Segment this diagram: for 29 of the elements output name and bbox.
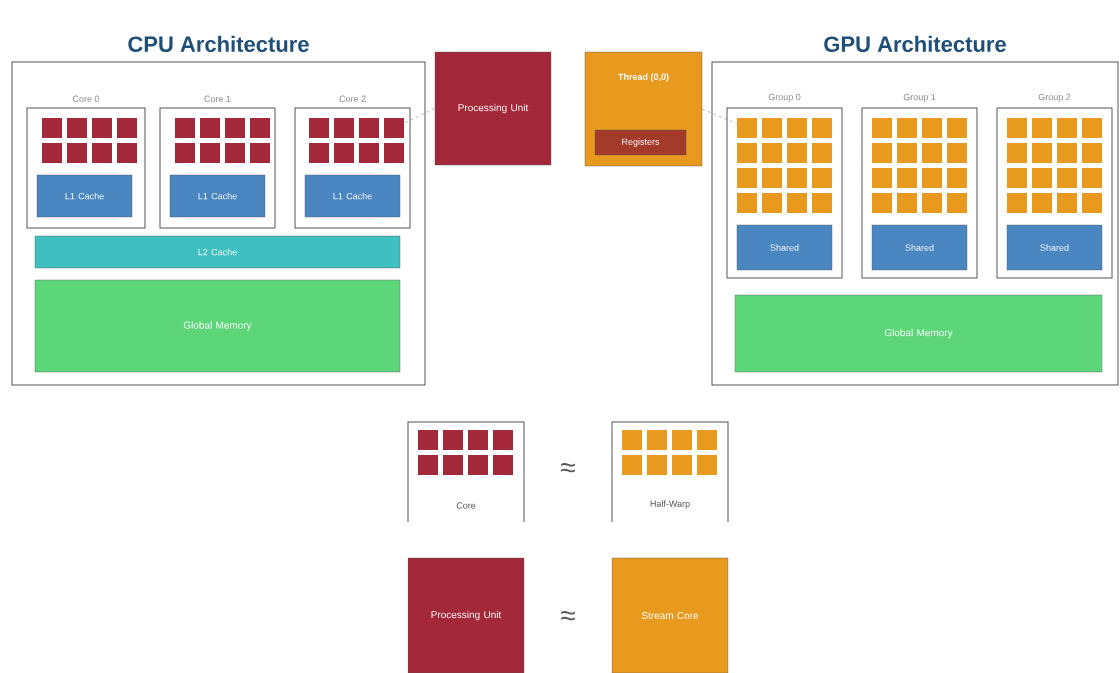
memory-box: Shared — [871, 224, 968, 271]
approx-sign: ≈ — [561, 463, 575, 473]
core-bracket: Core — [407, 421, 525, 523]
node-label: Core 1 — [204, 95, 231, 102]
memory-box: Processing Unit — [434, 51, 552, 166]
memory-box: Stream Core — [611, 557, 729, 673]
memory-box: Processing Unit — [407, 557, 525, 673]
memory-box: L1 Cache — [169, 174, 266, 218]
node-label: CPU Architecture — [128, 35, 309, 52]
memory-box: Global Memory — [734, 294, 1103, 373]
zoom-line — [702, 108, 737, 124]
approx-sign: ≈ — [561, 611, 575, 621]
memory-box: Shared — [736, 224, 833, 271]
node-label: Group 0 — [768, 93, 801, 102]
node-label: Core 2 — [339, 95, 366, 102]
node-label: Group 1 — [903, 93, 936, 102]
node-label: Group 2 — [1038, 93, 1071, 102]
processor-square — [737, 118, 757, 138]
node-label: GPU Architecture — [824, 35, 1006, 52]
memory-box: Registers — [594, 129, 687, 156]
node-label: Core 0 — [72, 95, 100, 102]
memory-box: L1 Cache — [36, 174, 133, 218]
core-bracket: Half-Warp — [611, 421, 729, 523]
zoom-line — [404, 108, 435, 124]
memory-box: L1 Cache — [304, 174, 401, 218]
memory-box: Global Memory — [34, 279, 401, 373]
memory-box: L2 Cache — [34, 235, 401, 269]
processor-square — [384, 118, 404, 138]
memory-box: Shared — [1006, 224, 1103, 271]
